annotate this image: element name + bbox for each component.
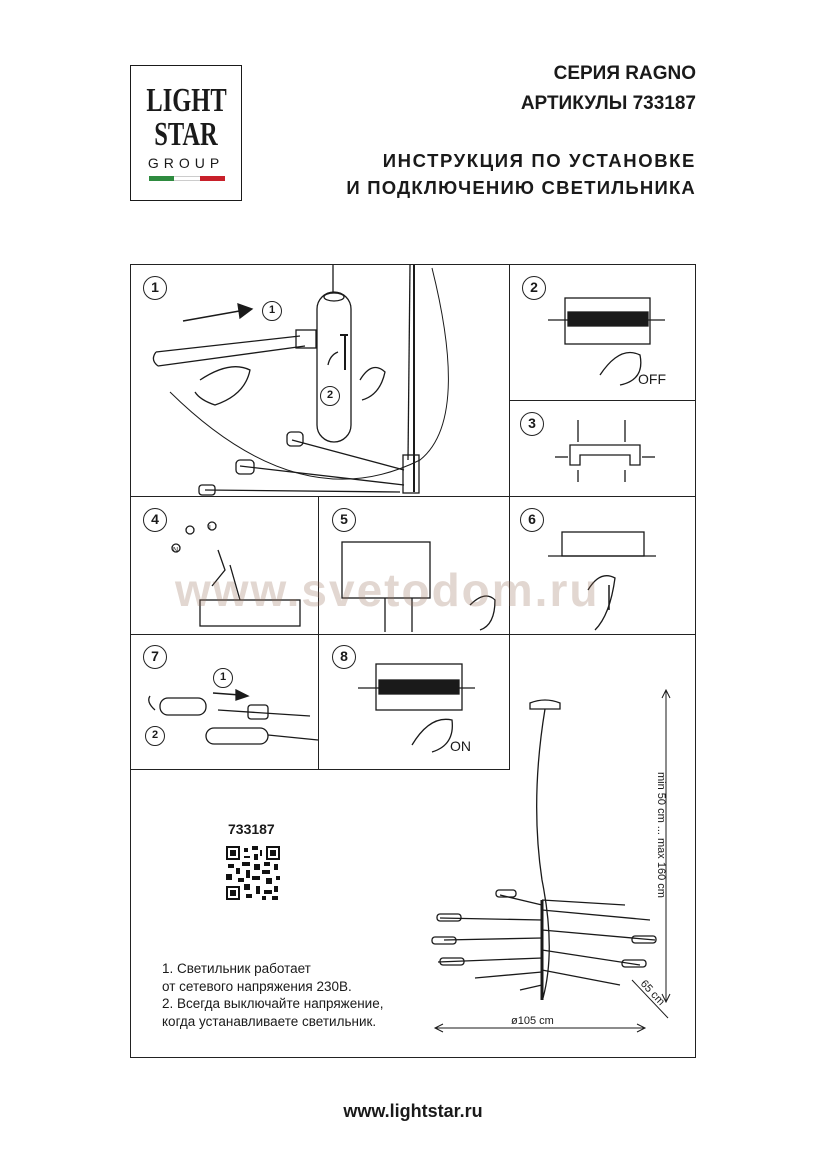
depth-dimension-label: 65 cm — [638, 978, 667, 1008]
step3-mounting-bracket — [569, 444, 641, 466]
safety-notes: 1. Светильник работает от сетевого напря… — [162, 960, 383, 1030]
step8-breaker-panel — [375, 663, 463, 711]
website-link[interactable]: www.lightstar.ru — [343, 1101, 483, 1121]
article-number: АРТИКУЛЫ 733187 — [520, 93, 696, 114]
step7-shade-2 — [205, 727, 269, 745]
step1-substep-2: 2 — [320, 386, 340, 406]
height-dimension-label: min 50 cm ... max 160 cm — [655, 772, 667, 898]
qr-code — [226, 846, 280, 900]
chandelier-suspension — [536, 708, 550, 999]
chandelier-canopy — [529, 699, 561, 710]
watermark: www.svetodom.ru — [175, 564, 600, 616]
instruction-title-line2: И ПОДКЛЮЧЕНИЮ СВЕТИЛЬНИКА — [346, 177, 696, 198]
step1-hand-left — [194, 366, 251, 406]
step7-shade-1 — [159, 697, 207, 716]
logo-text-star: STAR — [154, 116, 218, 153]
step5-canopy — [341, 541, 431, 599]
note-line-4: когда устанавливаете светильник. — [162, 1013, 377, 1029]
note-line-1: 1. Светильник работает — [162, 961, 311, 976]
instruction-title-line1: ИНСТРУКЦИЯ ПО УСТАНОВКЕ — [382, 150, 696, 171]
step-number-7: 7 — [143, 645, 167, 669]
series-title: СЕРИЯ RAGNO — [553, 63, 696, 84]
step4-canopy — [199, 599, 301, 627]
logo-text-light: LIGHT — [146, 82, 227, 119]
step1-pendant-tube — [316, 291, 352, 443]
step-number-6: 6 — [520, 508, 544, 532]
step1-hand-right — [359, 366, 386, 401]
step-8-panel — [318, 634, 510, 770]
step-number-3: 3 — [520, 412, 544, 436]
note-line-2: от сетевого напряжения 230В. — [162, 978, 352, 994]
instruction-frame — [130, 264, 696, 1058]
step6-canopy — [561, 531, 645, 557]
product-code: 733187 — [228, 821, 275, 837]
off-label: OFF — [638, 371, 666, 387]
on-label: ON — [450, 738, 471, 754]
diameter-dimension-label: ø105 cm — [511, 1015, 554, 1027]
step-6-panel — [509, 496, 696, 635]
brand-logo: LIGHT STAR GROUP — [130, 65, 242, 201]
step-number-4: 4 — [143, 508, 167, 532]
step-number-8: 8 — [332, 645, 356, 669]
step-number-5: 5 — [332, 508, 356, 532]
note-line-3: 2. Всегда выключайте напряжение, — [162, 996, 384, 1011]
wire-l-label: L — [209, 525, 213, 532]
step1-substep-1: 1 — [262, 301, 282, 321]
step-number-1: 1 — [143, 276, 167, 300]
step-number-2: 2 — [522, 276, 546, 300]
step7-substep-1: 1 — [213, 668, 233, 688]
wire-n-label: N — [173, 547, 178, 554]
italian-flag-stripe — [149, 176, 225, 181]
step2-breaker-panel — [564, 297, 651, 345]
logo-text-group: GROUP — [147, 155, 225, 171]
step7-substep-2: 2 — [145, 726, 165, 746]
